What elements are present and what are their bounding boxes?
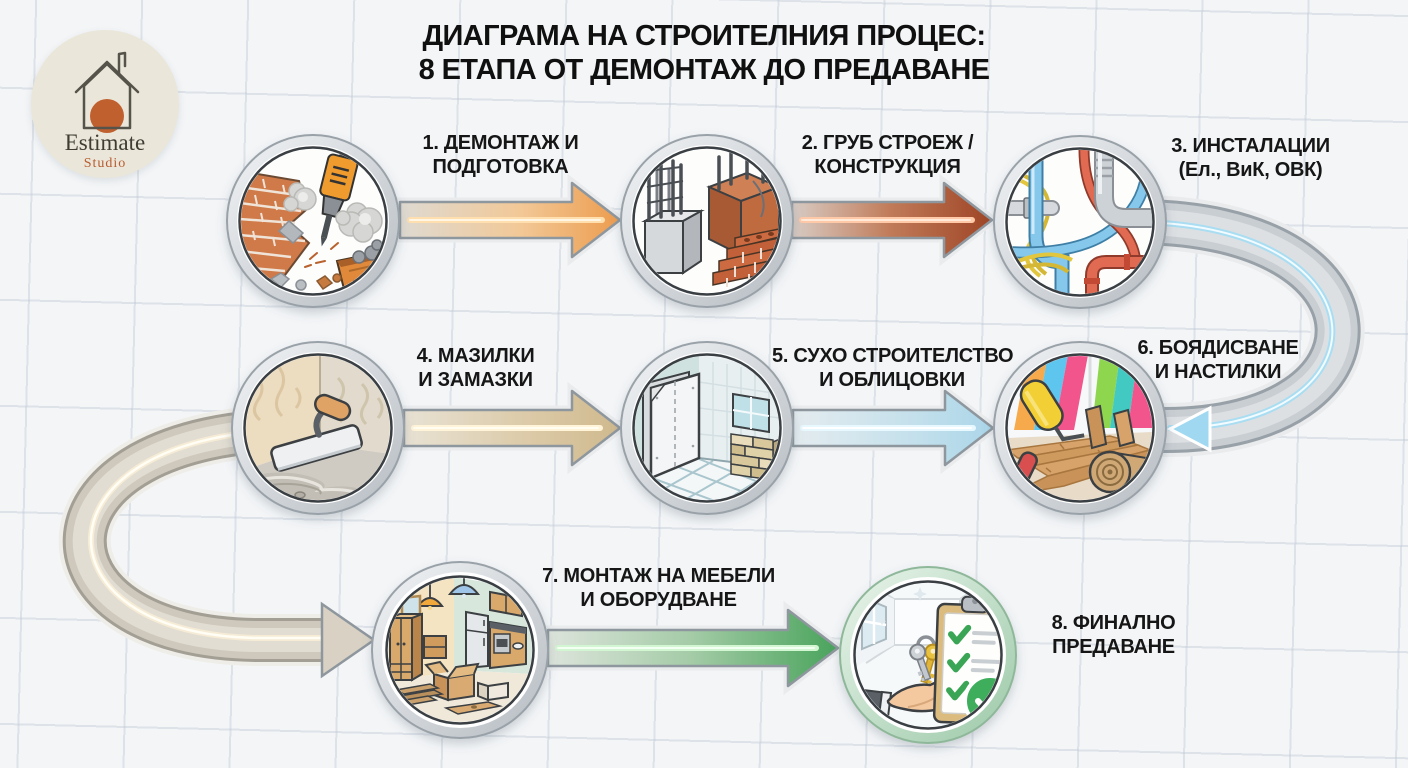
page-title-line1: ДИАГРАМА НА СТРОИТЕЛНИЯ ПРОЦЕС: (422, 20, 986, 52)
paint-roller-flooring-icon (1008, 356, 1152, 500)
estimate-studio-logo: Estimate Studio (31, 30, 179, 178)
stage-7-label: 7. МОНТАЖ НА МЕБЕЛИ И ОБОРУДВАНЕ (542, 565, 775, 611)
stage-3-circle (993, 135, 1167, 309)
logo-name: Estimate (64, 130, 146, 155)
loop-right-arrowhead (1166, 405, 1212, 453)
arrow-stage1-to-stage2 (395, 173, 628, 267)
stage-8-label: 8. ФИНАЛНО ПРЕДАВАНЕ (1051, 612, 1176, 658)
stage-5-circle (620, 341, 794, 515)
stage-1-label: 1. ДЕМОНТАЖ И ПОДГОТОВКА (422, 132, 579, 178)
loop-tube-left (58, 404, 348, 666)
stage-2-circle (620, 134, 794, 308)
furniture-appliances-icon (388, 578, 532, 722)
concrete-rebar-brick-icon (635, 149, 779, 293)
keys-checklist-handover-icon (856, 583, 1000, 727)
stage-5-label: 5. СУХО СТРОИТЕЛСТВО И ОБЛИЦОВКИ (772, 345, 1014, 391)
pipes-wiring-ducts-icon (1008, 150, 1152, 294)
stage-8-circle (839, 566, 1017, 744)
arrow-stage5-to-stage6 (788, 381, 1001, 475)
stage-6-circle (993, 341, 1167, 515)
stage-2-label: 2. ГРУБ СТРОЕЖ / КОНСТРУКЦИЯ (801, 132, 974, 178)
stage-1-circle (226, 134, 400, 308)
arrow-stage7-to-stage8 (543, 600, 846, 696)
logo-subtitle: Studio (83, 156, 127, 171)
stage-3-label: 3. ИНСТАЛАЦИИ (Ел., ВиК, ОВК) (1171, 135, 1330, 181)
stage-4-circle (231, 341, 405, 515)
page-title: ДИАГРАМА НА СТРОИТЕЛНИЯ ПРОЦЕС: 8 ЕТАПА … (0, 20, 1408, 87)
loop-left-arrowhead (320, 601, 377, 679)
arrow-stage2-to-stage3 (787, 173, 1000, 267)
loop-tube-right (1108, 195, 1365, 457)
house-sketch-icon (74, 51, 140, 133)
arrow-stage4-to-stage5 (399, 381, 628, 475)
stage-7-circle (371, 561, 549, 739)
stage-4-label: 4. МАЗИЛКИ И ЗАМАЗКИ (416, 345, 535, 391)
page-title-line2: 8 ЕТАПА ОТ ДЕМОНТАЖ ДО ПРЕДАВАНЕ (418, 53, 990, 86)
stage-6-label: 6. БОЯДИСВАНЕ И НАСТИЛКИ (1137, 337, 1299, 383)
